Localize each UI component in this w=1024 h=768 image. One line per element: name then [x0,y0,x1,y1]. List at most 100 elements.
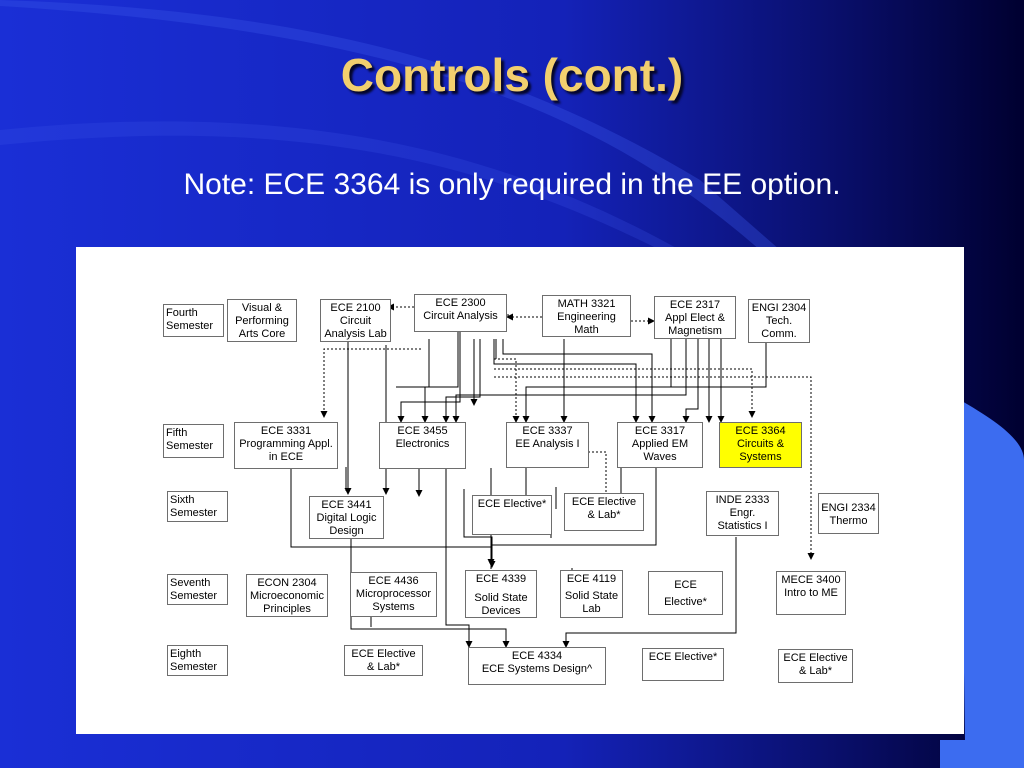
semester-label-sixth-line1: Sixth [170,494,195,506]
course-visual-performing-arts-line3: Arts Core [238,328,286,340]
course-ece2317-line2: Appl Elect & [665,312,725,324]
course-ece3331: ECE 3331 Programming Appl. in ECE [234,422,338,469]
course-ece4334: ECE 4334 ECE Systems Design^ [468,647,606,685]
course-ece3337-line1: ECE 3337 [522,425,573,437]
course-econ2304-line2: Microeconomic [250,590,324,602]
course-ece3455-line1: ECE 3455 [397,425,448,437]
course-ece-elective-eighth: ECE Elective* [642,648,724,681]
course-visual-performing-arts-line1: Visual & [241,302,283,314]
course-ece4119-line2: Solid State [564,590,619,602]
course-ece3364-highlighted: ECE 3364 Circuits & Systems [719,422,802,468]
course-ece-elective-lab-sixth-line2: & Lab* [587,509,621,521]
semester-label-eighth-line1: Eighth [170,648,202,660]
course-ece4119-line1: ECE 4119 [566,573,617,585]
prerequisite-connectors [290,303,815,648]
course-ece3441-line3: Design [329,525,364,537]
course-ece3364-line2: Circuits & [736,438,785,450]
course-ece-elective-sixth-line1: ECE Elective* [477,498,547,510]
semester-label-fifth-line2: Semester [166,440,214,452]
course-ece4436-line1: ECE 4436 [368,575,419,587]
course-ece3317-line2: Applied EM [631,438,689,450]
semester-label-fourth-line2: Semester [166,320,214,332]
course-ece2317: ECE 2317 Appl Elect & Magnetism [654,296,736,339]
course-ece-elective-lab-eighth-left: ECE Elective & Lab* [344,645,423,676]
course-ece2100-line1: ECE 2100 [330,302,381,314]
course-ece2100-line3: Analysis Lab [324,328,387,340]
semester-label-seventh-line2: Semester [170,590,218,602]
course-visual-performing-arts-line2: Performing [235,315,289,327]
course-ece-elective-lab-eighth-right-line1: ECE Elective [783,652,848,664]
course-ece3317-line1: ECE 3317 [634,425,686,437]
course-ece4339: ECE 4339 Solid State Devices [465,570,537,618]
course-ece3337-line2: EE Analysis I [515,438,580,450]
course-engi2334: ENGI 2334 Thermo [818,493,879,534]
semester-label-seventh-line1: Seventh [170,577,211,589]
course-ece3331-line1: ECE 3331 [260,425,312,437]
course-ece3364-line3: Systems [739,451,782,463]
course-engi2304-line1: ENGI 2304 [751,302,807,314]
course-ece3364-line1: ECE 3364 [735,425,786,437]
course-ece-elective-lab-sixth: ECE Elective & Lab* [564,493,644,531]
course-ece4339-line1: ECE 4339 [475,573,527,585]
semester-label-fifth-line1: Fifth [166,427,188,439]
course-ece-elective-lab-eighth-left-line2: & Lab* [366,661,401,673]
course-inde2333-line2: Engr. [729,507,756,519]
course-ece-elective-seventh: ECE Elective* [648,571,723,615]
flowchart-panel: Fourth Semester Fifth Semester Sixth Sem… [76,247,964,734]
course-visual-performing-arts: Visual & Performing Arts Core [227,299,297,342]
course-ece4436-line2: Microprocessor [355,588,432,600]
semester-label-sixth-line2: Semester [170,507,218,519]
course-math3321: MATH 3321 Engineering Math [542,295,631,337]
semester-label-fourth: Fourth Semester [163,304,224,337]
semester-label-fifth: Fifth Semester [163,424,224,458]
course-engi2334-line2: Thermo [829,514,868,527]
slide-note: Note: ECE 3364 is only required in the E… [183,168,841,201]
course-ece3331-line3: in ECE [268,451,304,463]
course-ece4119: ECE 4119 Solid State Lab [560,570,623,618]
course-inde2333-line1: INDE 2333 [715,494,770,506]
course-mece3400-line2: Intro to ME [784,587,838,599]
course-ece-elective-lab-sixth-line1: ECE Elective [571,496,637,508]
course-inde2333: INDE 2333 Engr. Statistics I [706,491,779,536]
course-ece-elective-eighth-line1: ECE Elective* [648,651,718,663]
course-ece-elective-seventh-line1: ECE [674,579,697,591]
course-engi2304: ENGI 2304 Tech. Comm. [748,299,810,343]
course-ece3317-line3: Waves [643,451,677,463]
semester-label-seventh: Seventh Semester [167,574,228,605]
course-ece4339-line2: Solid State [474,592,528,604]
course-ece2300-line2: Circuit Analysis [423,310,498,322]
semester-label-eighth-line2: Semester [170,661,218,673]
course-ece2100-line2: Circuit [339,315,372,327]
course-math3321-line2: Engineering [557,311,616,323]
course-ece4334-line1: ECE 4334 [511,650,563,662]
course-econ2304-line3: Principles [263,603,311,615]
course-ece3441-line1: ECE 3441 [321,499,372,511]
course-ece4119-line3: Lab [582,603,601,615]
course-math3321-line3: Math [574,324,599,336]
course-ece2300-line1: ECE 2300 [435,297,486,309]
course-ece2317-line1: ECE 2317 [669,299,721,311]
course-ece3455-line2: Electronics [395,438,450,450]
course-ece-elective-lab-eighth-right: ECE Elective & Lab* [778,649,853,683]
course-ece4436-line3: Systems [372,601,415,613]
course-math3321-line1: MATH 3321 [557,298,616,310]
course-ece2100: ECE 2100 Circuit Analysis Lab [320,299,391,342]
semester-label-fourth-line1: Fourth [166,307,198,319]
course-ece2317-line3: Magnetism [668,325,722,337]
course-ece-elective-seventh-line2: Elective* [664,596,707,608]
course-mece3400: MECE 3400 Intro to ME [776,571,846,615]
course-ece3337: ECE 3337 EE Analysis I [506,422,589,468]
course-mece3400-line1: MECE 3400 [781,574,841,586]
course-ece3441-line2: Digital Logic [316,512,377,524]
course-ece4436: ECE 4436 Microprocessor Systems [350,572,437,617]
course-ece-elective-lab-eighth-right-line2: & Lab* [798,665,833,677]
course-ece4339-line3: Devices [481,605,521,617]
course-econ2304-line1: ECON 2304 [257,577,317,589]
slide-title: Controls (cont.) [340,49,684,101]
course-ece3317: ECE 3317 Applied EM Waves [617,422,703,468]
course-ece3455: ECE 3455 Electronics [379,422,466,469]
course-ece-elective-sixth: ECE Elective* [472,495,552,535]
course-inde2333-line3: Statistics I [717,520,768,532]
course-engi2304-line2: Tech. [765,315,793,327]
course-engi2334-line1: ENGI 2334 [821,501,876,514]
